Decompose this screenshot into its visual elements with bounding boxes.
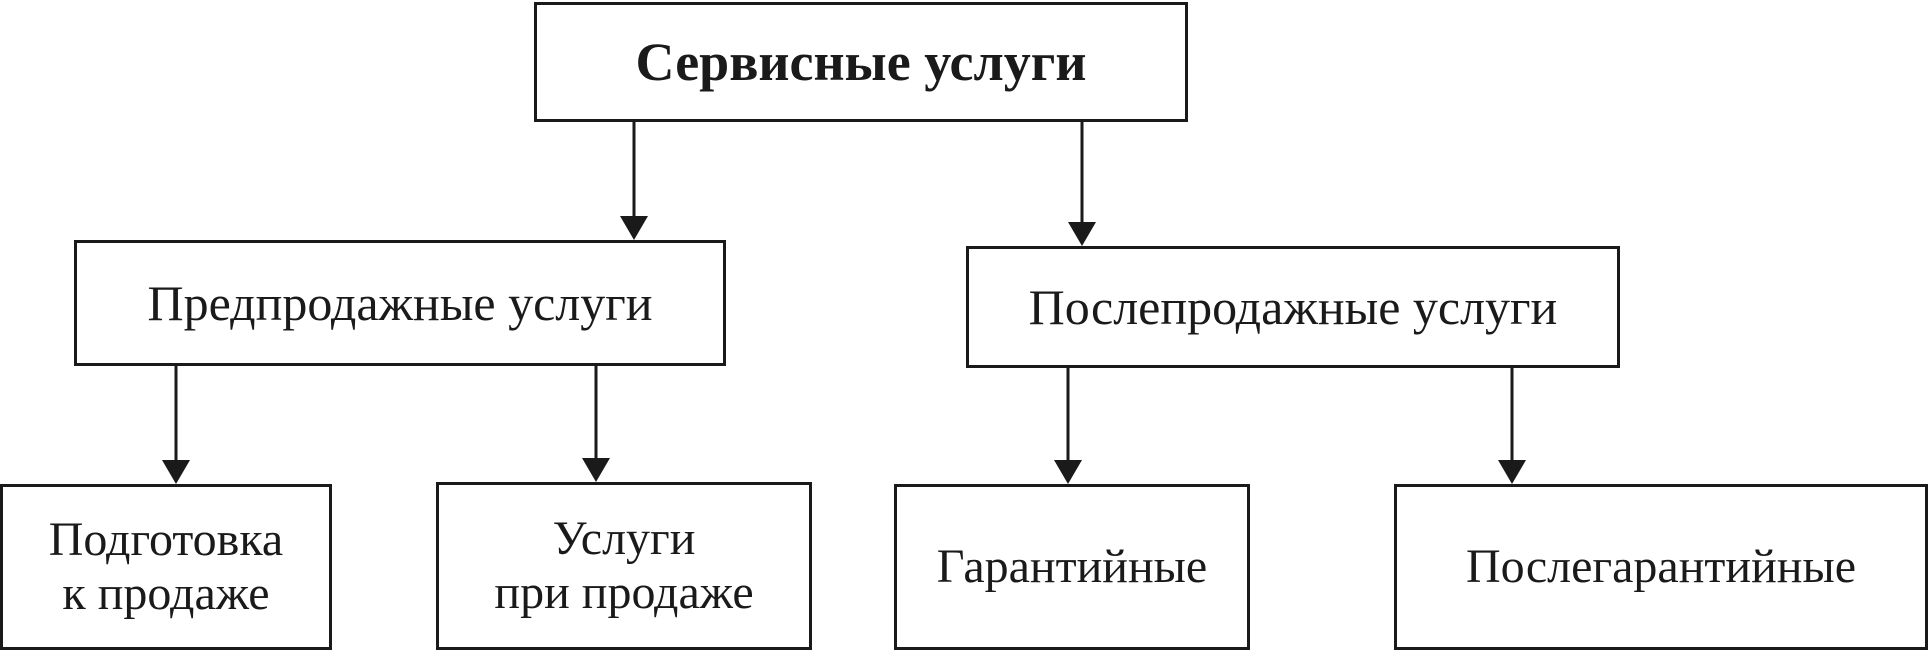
arrow-presale-to-at-sale: [582, 366, 610, 482]
node-label: Предпродажные услуги: [147, 275, 653, 331]
node-service-services: Сервисные услуги: [534, 2, 1188, 122]
node-label: Сервисные услуги: [635, 31, 1087, 92]
node-label: Послегарантийные: [1466, 540, 1856, 594]
node-label-line-2: к продаже: [62, 567, 270, 620]
arrow-root-to-postsale: [1068, 122, 1096, 246]
node-label-line-1: Подготовка: [48, 513, 284, 567]
arrow-postsale-to-post-warranty: [1498, 368, 1526, 484]
node-label-line-2: при продаже: [494, 566, 754, 619]
node-label: Гарантийные: [936, 540, 1208, 594]
node-preparation-for-sale: Подготовка к продаже: [0, 484, 332, 650]
arrow-root-to-presale: [620, 122, 648, 240]
node-services-at-sale: Услуги при продаже: [436, 482, 812, 650]
node-label: Послепродажные услуги: [1028, 279, 1558, 335]
node-label-line-1: Услуги: [552, 512, 696, 566]
node-warranty: Гарантийные: [894, 484, 1250, 650]
node-post-warranty: Послегарантийные: [1394, 484, 1928, 650]
arrow-presale-to-preparation: [162, 366, 190, 484]
arrow-postsale-to-warranty: [1054, 368, 1082, 484]
node-presale-services: Предпродажные услуги: [74, 240, 726, 366]
node-postsale-services: Послепродажные услуги: [966, 246, 1620, 368]
